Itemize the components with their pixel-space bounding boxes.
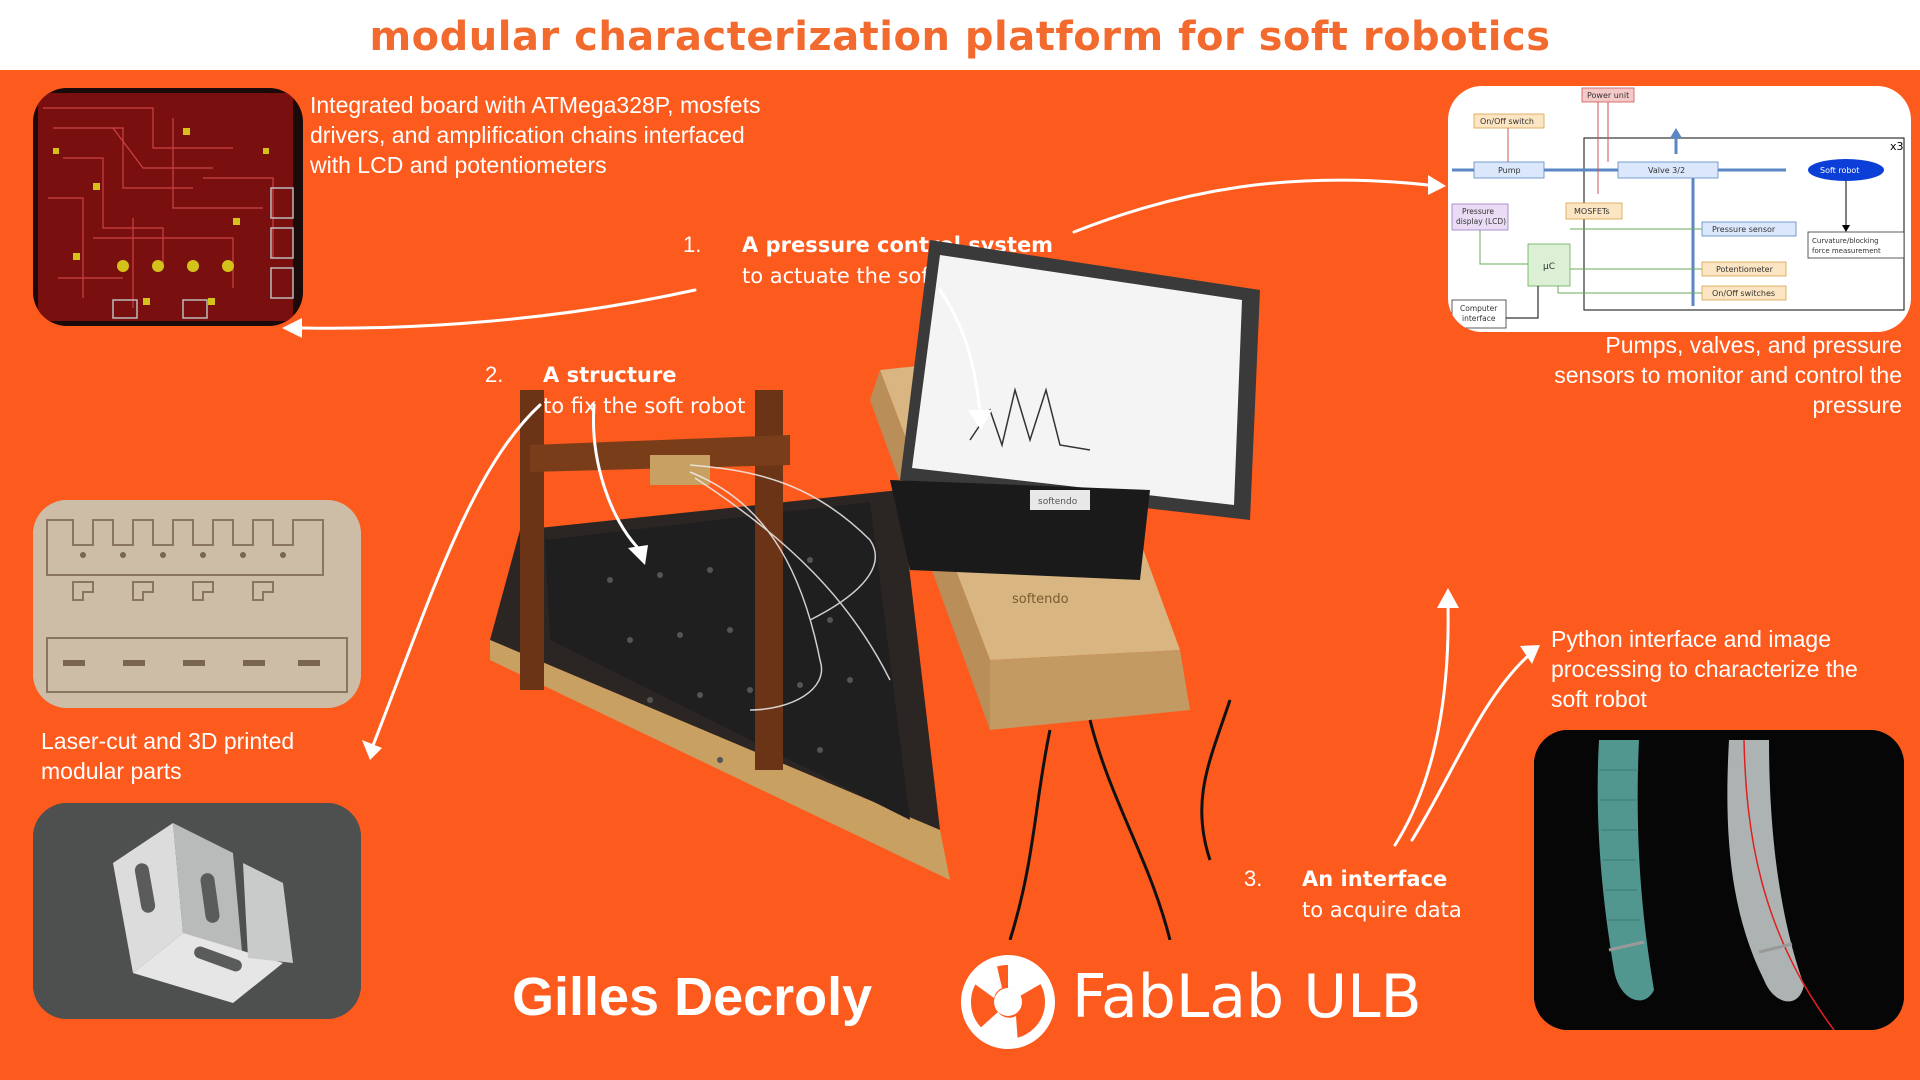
poster-title: modular characterization platform for so… bbox=[369, 14, 1551, 60]
fablab-logo-text: FabLab ULB bbox=[1072, 962, 1422, 1032]
diagram-potentiometer: Potentiometer bbox=[1716, 265, 1774, 274]
board-caption: Integrated board with ATMega328P, mosfet… bbox=[310, 92, 761, 178]
step1-number: 1. bbox=[683, 232, 702, 257]
pcb-board-image bbox=[33, 88, 303, 326]
laser-caption: Laser-cut and 3D printed modular parts bbox=[41, 728, 295, 784]
diagram-onoff-switches: On/Off switches bbox=[1712, 289, 1775, 298]
step2-number: 2. bbox=[485, 362, 504, 387]
step2: A structure to fix the soft robot bbox=[543, 360, 745, 422]
diagram-power-unit: Power unit bbox=[1587, 91, 1629, 100]
fablab-logo-icon bbox=[961, 955, 1055, 1049]
block-diagram: x3 Power unit On/Off switch Pump Valve 3… bbox=[1448, 86, 1911, 332]
printed-bracket-image bbox=[33, 803, 361, 1019]
step2-desc: to fix the soft robot bbox=[543, 394, 746, 418]
diagram-uc: µC bbox=[1543, 262, 1555, 272]
diagram-pressure-sensor: Pressure sensor bbox=[1712, 225, 1776, 234]
laser-cut-image bbox=[33, 500, 361, 708]
step3-desc: to acquire data bbox=[1302, 898, 1462, 922]
step3-number: 3. bbox=[1244, 866, 1263, 891]
pumps-caption: Pumps, valves, and pressure sensors to m… bbox=[1554, 332, 1902, 418]
diagram-mosfets: MOSFETs bbox=[1574, 207, 1610, 216]
step2-title: A structure bbox=[543, 363, 677, 387]
author-name: Gilles Decroly bbox=[512, 967, 873, 1027]
diagram-onoff-switch: On/Off switch bbox=[1480, 117, 1534, 126]
diagram-pump: Pump bbox=[1498, 166, 1521, 175]
diagram-x3: x3 bbox=[1890, 140, 1904, 153]
step3: An interface to acquire data bbox=[1302, 864, 1462, 926]
python-caption: Python interface and image processing to… bbox=[1551, 626, 1858, 712]
box-brand-label: softendo bbox=[1012, 592, 1069, 607]
diagram-soft-robot: Soft robot bbox=[1820, 166, 1859, 175]
soft-robot-image bbox=[1534, 730, 1904, 1030]
pc-brand-label: softendo bbox=[1038, 497, 1078, 507]
diagram-valve: Valve 3/2 bbox=[1648, 166, 1685, 175]
step3-title: An interface bbox=[1302, 867, 1448, 891]
platform-photo: softendo softendo bbox=[490, 240, 1540, 941]
